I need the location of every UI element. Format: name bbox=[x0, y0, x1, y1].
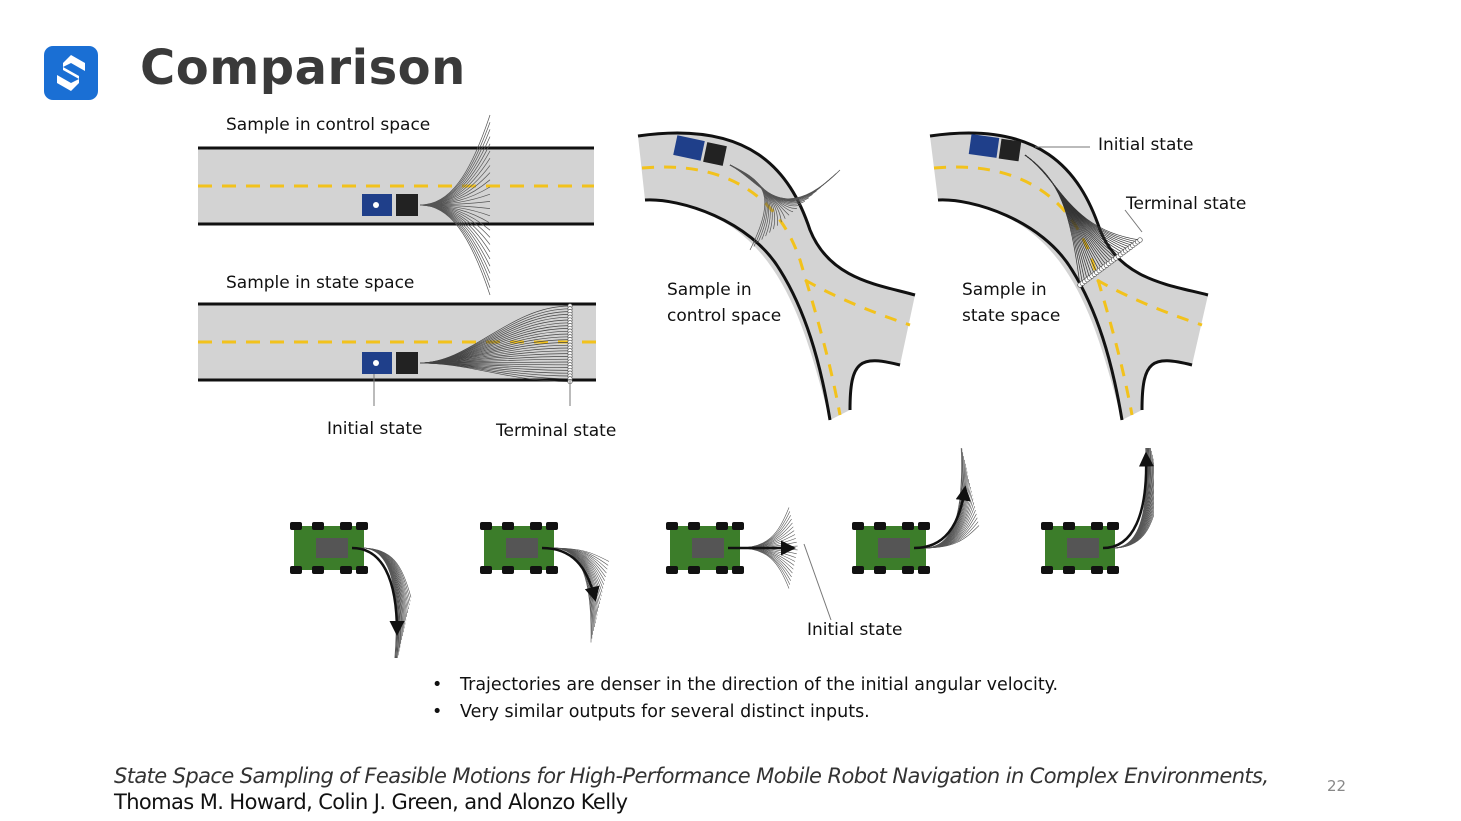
primary-trajectory-arrow bbox=[351, 546, 405, 636]
curve-initial-label: Initial state bbox=[1098, 135, 1194, 155]
terminal-point bbox=[1137, 237, 1143, 243]
robot-trajectory-figure: Initial state bbox=[286, 408, 1161, 679]
initial-state-label: Initial state bbox=[327, 419, 423, 439]
curve-terminal-label: Terminal state bbox=[1126, 194, 1247, 214]
primary-trajectory-arrow bbox=[1102, 451, 1154, 550]
curved-road-state bbox=[929, 131, 1209, 421]
bullet-item: Trajectories are denser in the direction… bbox=[428, 672, 1058, 699]
trajectory-line bbox=[737, 515, 791, 549]
straight-state-label: Sample in state space bbox=[226, 273, 415, 293]
curve-control-label-line2: control space bbox=[667, 306, 782, 326]
trajectory-line bbox=[729, 164, 841, 200]
sampling-comparison-figure: Sample in control space Sample in state … bbox=[190, 110, 1260, 441]
primary-trajectory-arrow bbox=[541, 546, 600, 602]
trajectory-line bbox=[419, 204, 491, 296]
straight-road-control bbox=[198, 114, 594, 296]
trajectory-line bbox=[737, 547, 794, 570]
curve-state-label-line1: Sample in bbox=[962, 280, 1047, 300]
robot-icon bbox=[852, 522, 930, 574]
trajectory-line bbox=[737, 547, 793, 574]
page-number: 22 bbox=[1327, 777, 1347, 795]
robot-icon bbox=[1041, 522, 1119, 574]
curve-state-label-line2: state space bbox=[962, 306, 1061, 326]
primary-trajectory-arrow bbox=[913, 485, 971, 550]
straight-control-label: Sample in control space bbox=[226, 115, 431, 135]
citation-authors: Thomas M. Howard, Colin J. Green, and Al… bbox=[114, 790, 628, 814]
straight-road-state bbox=[198, 302, 596, 406]
s-logo-icon bbox=[44, 46, 98, 100]
robot-icon bbox=[290, 522, 368, 574]
bullet-item: Very similar outputs for several distinc… bbox=[428, 699, 1058, 726]
trajectory-line bbox=[361, 547, 397, 679]
trajectory-line bbox=[737, 507, 790, 549]
robot-icon bbox=[666, 522, 744, 574]
trajectory-line bbox=[737, 526, 794, 549]
terminal-state-label: Terminal state bbox=[496, 421, 617, 441]
trajectory-line bbox=[419, 362, 571, 382]
trajectory-line bbox=[737, 522, 793, 549]
curve-control-label-line1: Sample in bbox=[667, 280, 752, 300]
bullet-list: Trajectories are denser in the direction… bbox=[428, 672, 1058, 726]
trajectory-line bbox=[551, 547, 592, 643]
page-title: Comparison bbox=[140, 40, 466, 96]
trajectory-line bbox=[923, 525, 980, 549]
curved-road-control bbox=[637, 131, 916, 421]
trajectory-line bbox=[1024, 154, 1141, 241]
trajectory-line bbox=[737, 547, 790, 589]
bottom-initial-state-label: Initial state bbox=[807, 620, 903, 640]
citation-title: State Space Sampling of Feasible Motions… bbox=[114, 764, 1269, 788]
robot-icon bbox=[480, 522, 558, 574]
